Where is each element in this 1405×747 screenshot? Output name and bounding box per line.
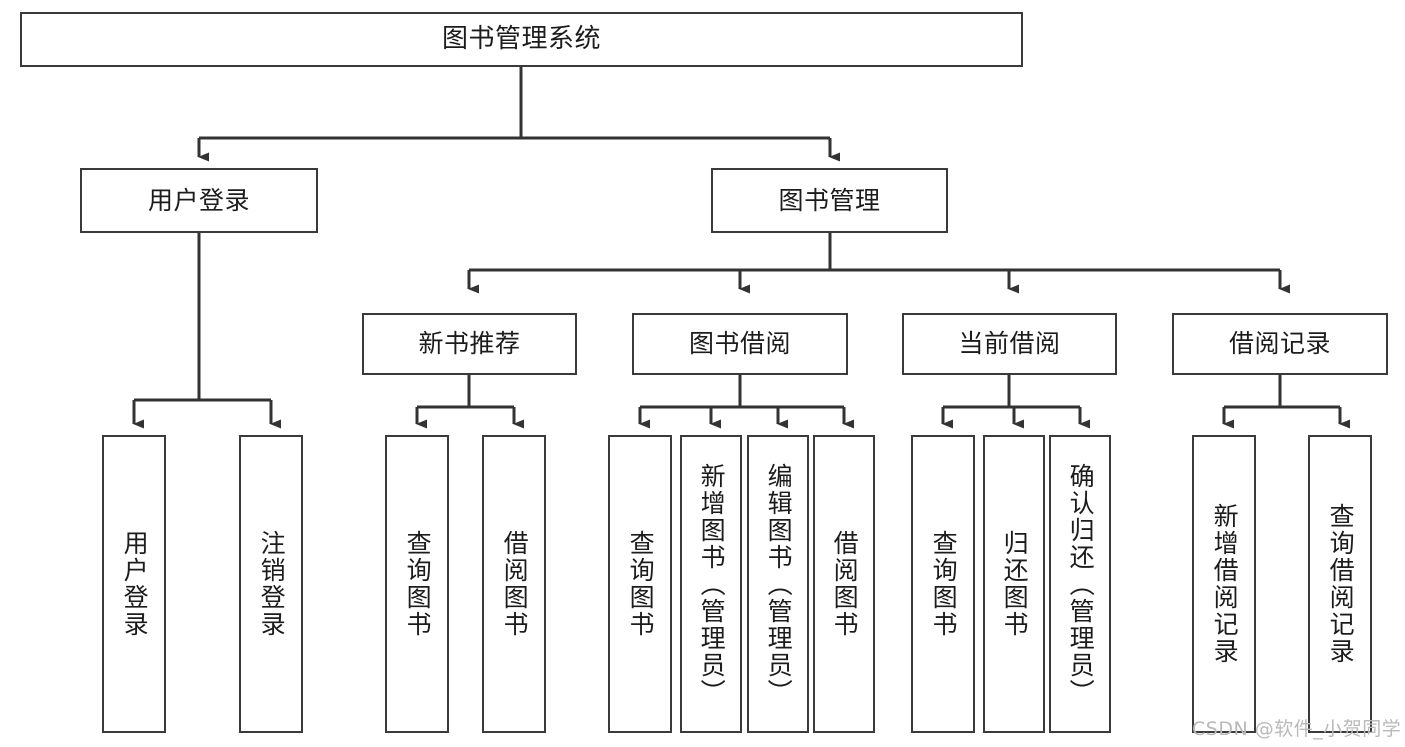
node-label: 查询图书 <box>403 530 433 638</box>
node-label: 图书借阅 <box>688 329 791 359</box>
node-label: 用户登录 <box>147 185 250 215</box>
leaf-user-login[interactable]: 用户登录 <box>102 435 166 733</box>
node-label: 归还图书 <box>1000 530 1030 638</box>
leaf-confirm-return[interactable]: 确认归还（管理员） <box>1049 435 1111 733</box>
node-label: 图书管理系统 <box>441 24 601 55</box>
node-label: 借阅记录 <box>1228 329 1331 359</box>
watermark-text: CSDN @软件_小贺同学 <box>1192 718 1402 740</box>
leaf-add-borrow-record[interactable]: 新增借阅记录 <box>1192 435 1256 733</box>
node-root-system[interactable]: 图书管理系统 <box>20 12 1023 67</box>
node-book-management[interactable]: 图书管理 <box>711 168 948 233</box>
leaf-borrow-book-2[interactable]: 借阅图书 <box>813 435 875 733</box>
node-label: 新书推荐 <box>418 329 521 359</box>
node-book-borrow[interactable]: 图书借阅 <box>632 313 848 375</box>
node-label: 借阅图书 <box>830 530 860 638</box>
leaf-query-book-3[interactable]: 查询图书 <box>911 435 975 733</box>
node-borrow-record[interactable]: 借阅记录 <box>1172 313 1388 375</box>
csdn-watermark: CSDN @软件_小贺同学 <box>1192 714 1401 741</box>
node-label: 编辑图书（管理员） <box>764 462 794 706</box>
node-label: 新增借阅记录 <box>1210 503 1240 665</box>
node-label: 查询图书 <box>626 530 656 638</box>
leaf-query-book-1[interactable]: 查询图书 <box>385 435 449 733</box>
node-label: 当前借阅 <box>958 329 1061 359</box>
leaf-add-book[interactable]: 新增图书（管理员） <box>680 435 742 733</box>
leaf-borrow-book-1[interactable]: 借阅图书 <box>482 435 546 733</box>
node-new-book-recommend[interactable]: 新书推荐 <box>362 313 577 375</box>
leaf-return-book[interactable]: 归还图书 <box>983 435 1045 733</box>
node-label: 确认归还（管理员） <box>1066 462 1096 706</box>
node-label: 借阅图书 <box>500 530 530 638</box>
leaf-query-borrow-record[interactable]: 查询借阅记录 <box>1308 435 1372 733</box>
node-current-borrow[interactable]: 当前借阅 <box>902 313 1117 375</box>
leaf-query-book-2[interactable]: 查询图书 <box>608 435 672 733</box>
node-user-login[interactable]: 用户登录 <box>80 168 318 233</box>
leaf-edit-book[interactable]: 编辑图书（管理员） <box>747 435 809 733</box>
node-label: 用户登录 <box>120 530 150 638</box>
node-label: 查询图书 <box>929 530 959 638</box>
node-label: 查询借阅记录 <box>1326 503 1356 665</box>
node-label: 新增图书（管理员） <box>697 462 727 706</box>
node-label: 图书管理 <box>778 185 881 215</box>
leaf-logout-login[interactable]: 注销登录 <box>239 435 303 733</box>
node-label: 注销登录 <box>257 530 287 638</box>
